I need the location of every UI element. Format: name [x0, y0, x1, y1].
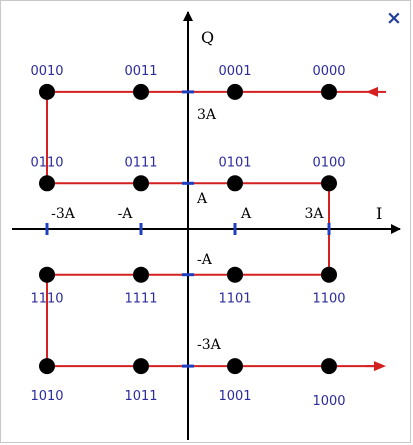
constellation-point: [321, 358, 337, 375]
constellation-code: 1101: [218, 292, 251, 307]
constellation-code: 0100: [312, 155, 345, 170]
constellation-code: 1001: [218, 389, 251, 404]
constellation-code: 0001: [218, 64, 251, 79]
constellation-point: [133, 266, 149, 283]
q-axis-tick-label: -3A: [197, 337, 222, 353]
constellation-code: 1010: [30, 389, 63, 404]
constellation-point: [39, 358, 55, 375]
q-axis-tick-label: -A: [197, 252, 213, 268]
constellation-code: 0111: [124, 155, 157, 170]
constellation-point: [227, 358, 243, 375]
constellation-point: [133, 175, 149, 192]
constellation-code: 0011: [124, 64, 157, 79]
q-axis-label: Q: [201, 28, 214, 47]
constellation-point: [39, 266, 55, 283]
constellation-point: [133, 83, 149, 100]
q-axis-tick-label: 3A: [197, 107, 217, 123]
q-axis-tick-label: A: [196, 191, 208, 207]
i-axis-tick-label: A: [240, 206, 252, 222]
constellation-code: 0110: [30, 155, 63, 170]
constellation-point: [227, 83, 243, 100]
i-axis-tick-label: -A: [118, 206, 134, 222]
constellation-code: 1000: [312, 394, 345, 409]
constellation-point: [133, 358, 149, 375]
close-icon[interactable]: ×: [386, 7, 402, 29]
constellation-code: 1011: [124, 389, 157, 404]
constellation-point: [227, 266, 243, 283]
constellation-point: [39, 83, 55, 100]
constellation-point: [39, 175, 55, 192]
constellation-code: 1111: [124, 292, 157, 307]
constellation-code: 0010: [30, 64, 63, 79]
constellation-code: 0000: [312, 64, 345, 79]
constellation-point: [321, 266, 337, 283]
constellation-point: [321, 175, 337, 192]
constellation-code: 1100: [312, 292, 345, 307]
constellation-point: [227, 175, 243, 192]
i-axis-tick-label: -3A: [51, 206, 76, 222]
constellation-point: [321, 83, 337, 100]
constellation-code: 1110: [30, 292, 63, 307]
constellation-code: 0101: [218, 155, 251, 170]
i-axis-tick-label: 3A: [304, 206, 324, 222]
i-axis-label: I: [376, 204, 382, 223]
